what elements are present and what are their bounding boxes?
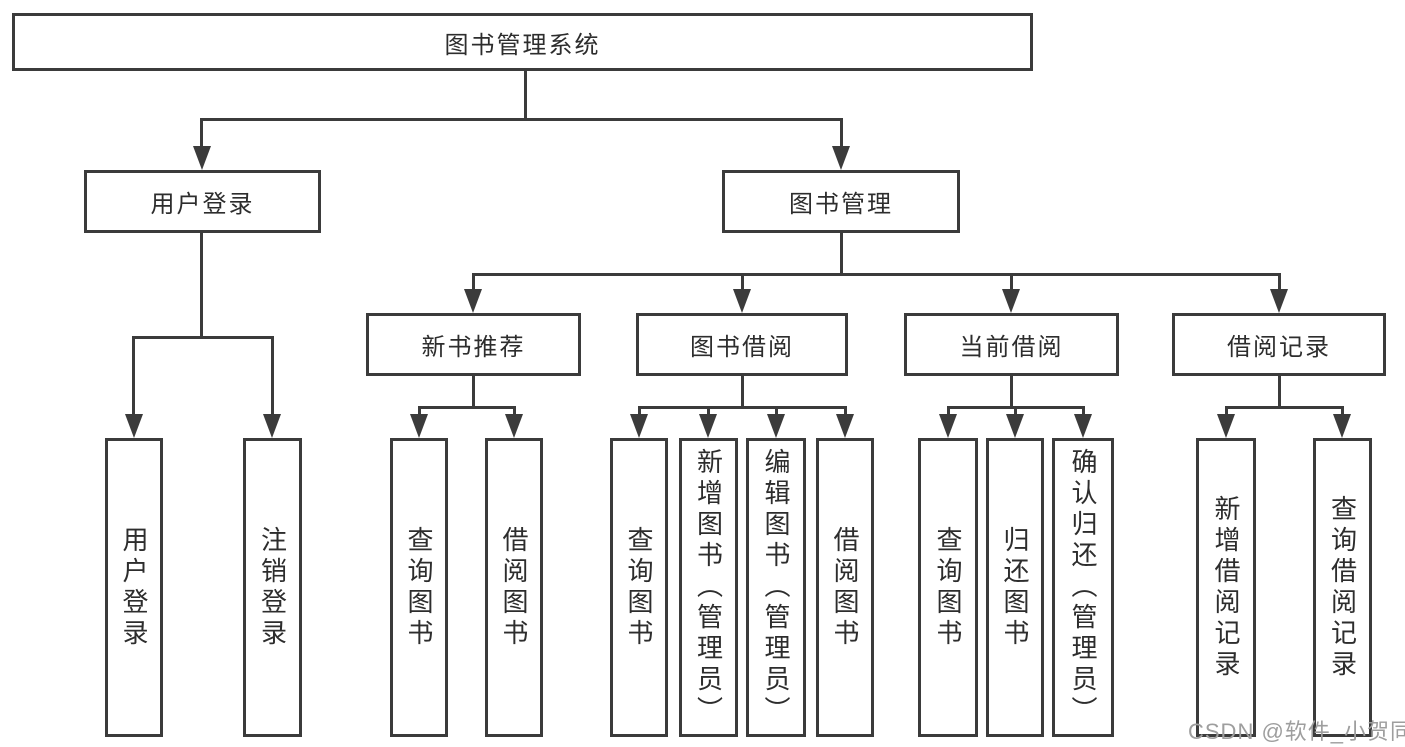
node-label: 确认归还（管理员）	[1068, 448, 1098, 727]
arrowhead-down-icon	[1217, 414, 1235, 438]
arrowhead-down-icon	[939, 414, 957, 438]
connector-cb-stub	[1010, 376, 1013, 406]
node-label: 图书借阅	[690, 334, 794, 361]
node-current-borrow: 当前借阅	[904, 313, 1119, 376]
connector-to-book-borrow	[741, 273, 744, 291]
arrowhead-down-icon	[1333, 414, 1351, 438]
arrowhead-down-icon	[193, 146, 211, 170]
arrowhead-down-icon	[630, 414, 648, 438]
node-bb-edit-books-admin: 编辑图书（管理员）	[746, 438, 806, 737]
node-ul-user-login: 用户登录	[105, 438, 163, 737]
node-bb-add-books-admin: 新增图书（管理员）	[679, 438, 738, 737]
node-label: 归还图书	[1000, 525, 1030, 650]
node-cb-confirm-return-admin: 确认归还（管理员）	[1052, 438, 1114, 737]
node-br-query-record: 查询借阅记录	[1313, 438, 1372, 737]
connector-user-login-stub	[200, 233, 203, 336]
node-label: 借阅图书	[499, 525, 529, 650]
node-label: 用户登录	[119, 525, 149, 650]
connector-to-new-book-recommend	[472, 273, 475, 291]
arrowhead-down-icon	[767, 414, 785, 438]
node-label: 图书管理	[789, 191, 893, 218]
node-label: 查询图书	[933, 525, 963, 650]
node-book-borrow: 图书借阅	[636, 313, 848, 376]
node-book-management-system: 图书管理系统	[12, 13, 1033, 71]
connector-root-rail	[200, 118, 842, 121]
node-book-management: 图书管理	[722, 170, 960, 233]
node-label: 查询图书	[624, 525, 654, 650]
node-label: 查询借阅记录	[1327, 494, 1358, 681]
arrowhead-down-icon	[464, 289, 482, 313]
arrowhead-down-icon	[836, 414, 854, 438]
connector-to-ul-login	[132, 336, 135, 416]
connector-br-stub	[1278, 376, 1281, 406]
node-label: 新增图书（管理员）	[693, 448, 724, 727]
arrowhead-down-icon	[505, 414, 523, 438]
connector-to-nbr-query	[418, 406, 421, 416]
arrowhead-down-icon	[263, 414, 281, 438]
node-user-login: 用户登录	[84, 170, 321, 233]
node-label: 借阅图书	[830, 525, 860, 650]
node-label: 借阅记录	[1227, 334, 1331, 361]
arrowhead-down-icon	[1074, 414, 1092, 438]
node-borrow-records: 借阅记录	[1172, 313, 1386, 376]
node-label: 新增借阅记录	[1211, 494, 1241, 681]
node-new-book-recommend: 新书推荐	[366, 313, 581, 376]
connector-to-bb-borrow	[844, 406, 847, 416]
node-label: 新书推荐	[421, 334, 526, 361]
connector-to-br-add	[1225, 406, 1228, 416]
node-bb-query-books: 查询图书	[610, 438, 668, 737]
csdn-watermark: CSDN @软件_小贺同学	[1188, 719, 1405, 744]
connector-nbr-rail	[418, 406, 516, 409]
connector-bb-rail	[638, 406, 847, 409]
arrowhead-down-icon	[1002, 289, 1020, 313]
node-br-add-record: 新增借阅记录	[1196, 438, 1256, 737]
connector-to-ul-logout	[271, 336, 274, 416]
node-nbr-borrow-books: 借阅图书	[485, 438, 543, 737]
connector-root-stub	[524, 71, 527, 118]
node-ul-logout: 注销登录	[243, 438, 302, 737]
node-label: 注销登录	[257, 525, 288, 650]
connector-to-cb-confirm	[1082, 406, 1085, 416]
connector-to-nbr-borrow	[513, 406, 516, 416]
connector-to-current-borrow	[1010, 273, 1013, 291]
connector-nbr-stub	[472, 376, 475, 406]
arrowhead-down-icon	[832, 146, 850, 170]
arrowhead-down-icon	[1270, 289, 1288, 313]
node-bb-borrow-books: 借阅图书	[816, 438, 874, 737]
node-label: 编辑图书（管理员）	[761, 448, 791, 727]
connector-to-bb-edit	[775, 406, 778, 416]
arrowhead-down-icon	[125, 414, 143, 438]
arrowhead-down-icon	[733, 289, 751, 313]
connector-to-book-management	[840, 118, 843, 148]
connector-br-rail	[1225, 406, 1344, 409]
connector-book-mgmt-stub	[840, 233, 843, 273]
connector-book-mgmt-rail	[472, 273, 1281, 276]
arrowhead-down-icon	[1006, 414, 1024, 438]
connector-to-cb-return	[1014, 406, 1017, 416]
arrowhead-down-icon	[699, 414, 717, 438]
node-label: 当前借阅	[959, 334, 1064, 361]
arrowhead-down-icon	[410, 414, 428, 438]
node-label: 查询图书	[404, 525, 434, 650]
connector-user-login-rail	[132, 336, 274, 339]
connector-bb-stub	[741, 376, 744, 406]
connector-to-bb-query	[638, 406, 641, 416]
connector-to-cb-query	[947, 406, 950, 416]
connector-to-br-query	[1341, 406, 1344, 416]
connector-to-borrow-records	[1278, 273, 1281, 291]
node-cb-return-books: 归还图书	[986, 438, 1044, 737]
connector-to-bb-add	[707, 406, 710, 416]
node-label: 图书管理系统	[444, 31, 601, 59]
connector-to-user-login	[200, 118, 203, 148]
node-label: 用户登录	[150, 191, 255, 218]
node-nbr-query-books: 查询图书	[390, 438, 448, 737]
node-cb-query-books: 查询图书	[918, 438, 978, 737]
